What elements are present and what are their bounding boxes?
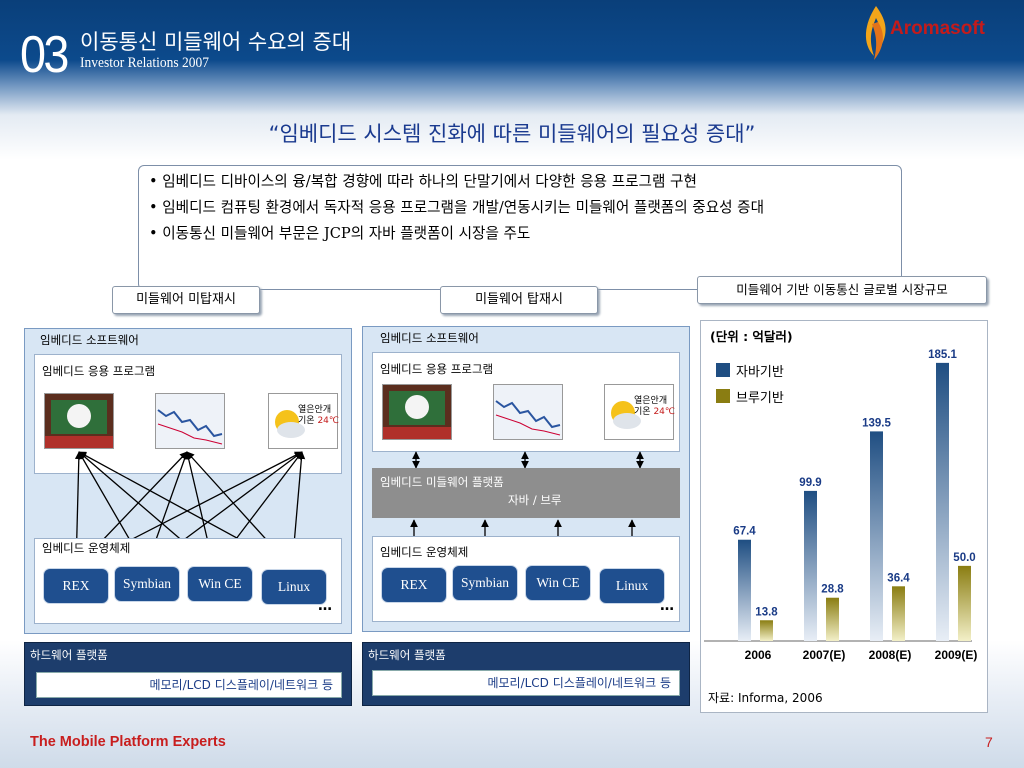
right-hw-label: 하드웨어 플랫폼 — [368, 648, 446, 662]
left-ellipsis: … — [318, 598, 332, 614]
weather-text: 열은안개 기온 24℃ — [634, 396, 675, 417]
footer-tagline: The Mobile Platform Experts — [30, 734, 226, 750]
bar-brew-3 — [958, 565, 971, 641]
data-label-brew-3: 50.0 — [953, 552, 975, 564]
data-label-brew-2: 36.4 — [887, 572, 910, 584]
chart-unit-label: (단위 : 억달러) — [710, 329, 793, 344]
os-rex: REX — [381, 567, 447, 603]
bar-chart-svg: 67.4 13.8 2006 99.9 28.8 2007(E) 139.5 36.4 2008… — [704, 349, 978, 662]
bullet-item: • 임베디드 디바이스의 융/복합 경향에 따라 하나의 단말기에서 다양한 응… — [149, 173, 697, 190]
right-software-label: 임베디드 소프트웨어 — [380, 331, 479, 345]
tag-with-middleware: 미들웨어 탑재시 — [440, 286, 598, 314]
left-software-label: 임베디드 소프트웨어 — [40, 333, 139, 347]
bullet-item: • 이동통신 미들웨어 부문은 JCP의 자바 플랫폼이 시장을 주도 — [149, 225, 531, 242]
bar-java-1 — [804, 490, 817, 641]
right-app-label: 임베디드 응용 프로그램 — [380, 362, 494, 376]
left-os-label: 임베디드 운영체제 — [42, 541, 131, 555]
os-linux: Linux — [261, 569, 327, 605]
middleware-platform-bar: 임베디드 미들웨어 플랫폼 자바 / 브루 — [372, 468, 680, 518]
legend-label-java: 자바기반 — [736, 365, 784, 380]
left-hw-box: 메모리/LCD 디스플레이/네트워크 등 — [36, 672, 342, 698]
os-wince: Win CE — [525, 565, 591, 601]
stock-chart-thumbnail — [493, 384, 563, 440]
stock-chart-thumbnail — [155, 393, 225, 449]
tag-without-middleware: 미들웨어 미탑재시 — [112, 286, 260, 314]
flame-logo-icon — [865, 6, 886, 60]
data-label-java-3: 185.1 — [928, 349, 957, 361]
x-tick-label-1: 2007(E) — [803, 648, 846, 662]
company-logo: Aromasoft — [890, 18, 986, 39]
tag-market-size: 미들웨어 기반 이동통신 글로벌 시장규모 — [697, 276, 987, 304]
page-headline: “임베디드 시스템 진화에 따른 미들웨어의 필요성 증대” — [268, 122, 756, 146]
weather-thumbnail — [604, 384, 674, 440]
page-number: 7 — [985, 734, 993, 750]
right-hw-box: 메모리/LCD 디스플레이/네트워크 등 — [372, 670, 680, 696]
os-symbian: Symbian — [114, 566, 180, 602]
bar-java-0 — [738, 539, 751, 641]
x-tick-label-3: 2009(E) — [935, 648, 978, 662]
data-label-java-2: 139.5 — [862, 417, 891, 429]
bar-java-3 — [936, 362, 949, 641]
bullet-box: • 임베디드 디바이스의 융/복합 경향에 따라 하나의 단말기에서 다양한 응… — [138, 165, 902, 290]
bar-brew-0 — [760, 620, 773, 641]
os-symbian: Symbian — [452, 565, 518, 601]
x-tick-label-0: 2006 — [745, 648, 772, 662]
weather-text: 열은안개 기온 24℃ — [298, 405, 339, 426]
right-os-label: 임베디드 운영체제 — [380, 545, 469, 559]
bullet-item: • 임베디드 컴퓨팅 환경에서 독자적 응용 프로그램을 개발/연동시키는 미들… — [149, 199, 765, 216]
section-subtitle: Investor Relations 2007 — [80, 55, 209, 71]
os-wince: Win CE — [187, 566, 253, 602]
legend-swatch-java — [716, 363, 730, 377]
left-app-label: 임베디드 응용 프로그램 — [42, 364, 156, 378]
chart-source: 자료: Informa, 2006 — [708, 691, 823, 705]
data-label-brew-1: 28.8 — [821, 584, 844, 596]
data-label-java-0: 67.4 — [733, 526, 756, 538]
right-ellipsis: … — [660, 598, 674, 614]
game-thumbnail — [382, 384, 452, 440]
middleware-label: 임베디드 미들웨어 플랫폼 — [380, 475, 504, 489]
os-rex: REX — [43, 568, 109, 604]
section-number: 03 — [20, 26, 69, 84]
data-label-java-1: 99.9 — [799, 477, 821, 489]
weather-thumbnail — [268, 393, 338, 449]
middleware-sub-label: 자바 / 브루 — [508, 493, 562, 507]
x-tick-label-2: 2008(E) — [869, 648, 912, 662]
data-label-brew-0: 13.8 — [755, 606, 778, 618]
bar-brew-2 — [892, 586, 905, 641]
bar-brew-1 — [826, 597, 839, 641]
os-linux: Linux — [599, 568, 665, 604]
legend-label-brew: 브루기반 — [736, 391, 784, 406]
bar-java-2 — [870, 431, 883, 641]
section-title: 이동통신 미들웨어 수요의 증대 — [80, 30, 352, 54]
left-hw-label: 하드웨어 플랫폼 — [30, 648, 108, 662]
game-thumbnail — [44, 393, 114, 449]
legend-swatch-brew — [716, 389, 730, 403]
